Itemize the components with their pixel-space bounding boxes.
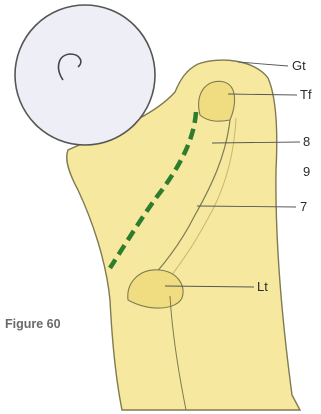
figure-caption: Figure 60 (5, 317, 61, 331)
label-tf: Tf (300, 87, 312, 102)
label-gt: Gt (292, 58, 306, 73)
label-lt: Lt (257, 279, 268, 294)
trochanteric-fossa (199, 81, 235, 121)
label-8: 8 (303, 134, 310, 149)
femoral-head (15, 5, 155, 145)
label-9: 9 (303, 164, 310, 179)
label-7: 7 (300, 199, 307, 214)
